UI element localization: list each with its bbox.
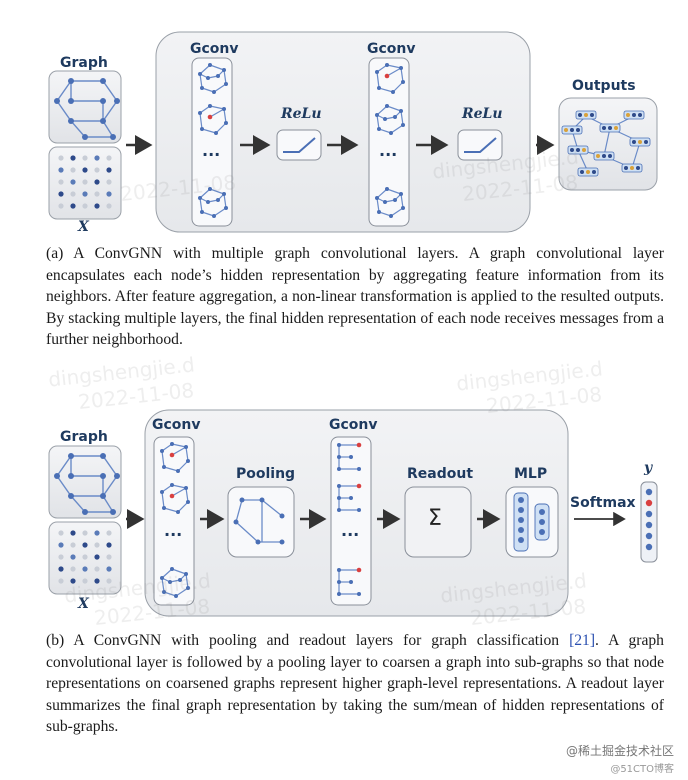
caption-a: (a) A ConvGNN with multiple graph convol… xyxy=(46,245,664,348)
gconv-column-b1 xyxy=(153,436,195,606)
readout-panel xyxy=(404,486,472,558)
graph-label-a: Graph xyxy=(60,55,108,71)
readout-label: Readout xyxy=(407,466,474,482)
relu-icon-a2 xyxy=(457,129,503,161)
relu-label-a1: ReLu xyxy=(281,106,322,122)
gconv-column-a1 xyxy=(191,57,233,227)
diagram-b xyxy=(48,409,658,617)
x-label-b: X xyxy=(78,596,89,612)
outputs-label: Outputs xyxy=(572,78,636,94)
pooling-label: Pooling xyxy=(236,466,296,482)
sum-icon: Σ xyxy=(428,506,442,531)
gnn-block-a xyxy=(155,31,531,233)
pooling-panel xyxy=(227,486,295,558)
gconv-column-a2 xyxy=(368,57,410,227)
pooled-graph-icon xyxy=(233,497,285,545)
x-label-a: X xyxy=(78,219,89,235)
gconv-label-a1: Gconv xyxy=(190,41,239,57)
y-label: y xyxy=(644,460,653,476)
footer-credit: @稀土掘金技术社区 xyxy=(565,744,674,758)
mlp-layers-icon xyxy=(513,492,550,552)
gconv-column-b2 xyxy=(330,436,372,606)
diagram-a xyxy=(48,31,658,233)
gconv-label-b1: Gconv xyxy=(152,417,201,433)
relu-icon-a1 xyxy=(276,129,322,161)
caption-b-pre: (b) A ConvGNN with pooling and readout l… xyxy=(46,632,570,649)
caption-b: (b) A ConvGNN with pooling and readout l… xyxy=(46,630,664,738)
graph-panel-a xyxy=(48,70,122,144)
output-feature-vectors xyxy=(561,110,651,177)
caption-b-post: . A graph convolutional layer is followe… xyxy=(46,632,664,735)
graph-panel-b xyxy=(48,445,122,519)
gconv-label-a2: Gconv xyxy=(367,41,416,57)
relu-label-a2: ReLu xyxy=(462,106,503,122)
caption-b-ref-link[interactable]: [21] xyxy=(569,632,596,649)
mlp-label: MLP xyxy=(514,466,548,482)
gconv-label-b2: Gconv xyxy=(329,417,378,433)
ellipsis-a1: ... xyxy=(202,141,221,160)
graph-label-b: Graph xyxy=(60,429,108,445)
footer-credit-2: @51CTO博客 xyxy=(610,764,674,775)
softmax-label: Softmax xyxy=(570,495,636,511)
ellipsis-a2: ... xyxy=(379,141,398,160)
ellipsis-b1: ... xyxy=(164,521,183,540)
ellipsis-b2: ... xyxy=(341,521,360,540)
